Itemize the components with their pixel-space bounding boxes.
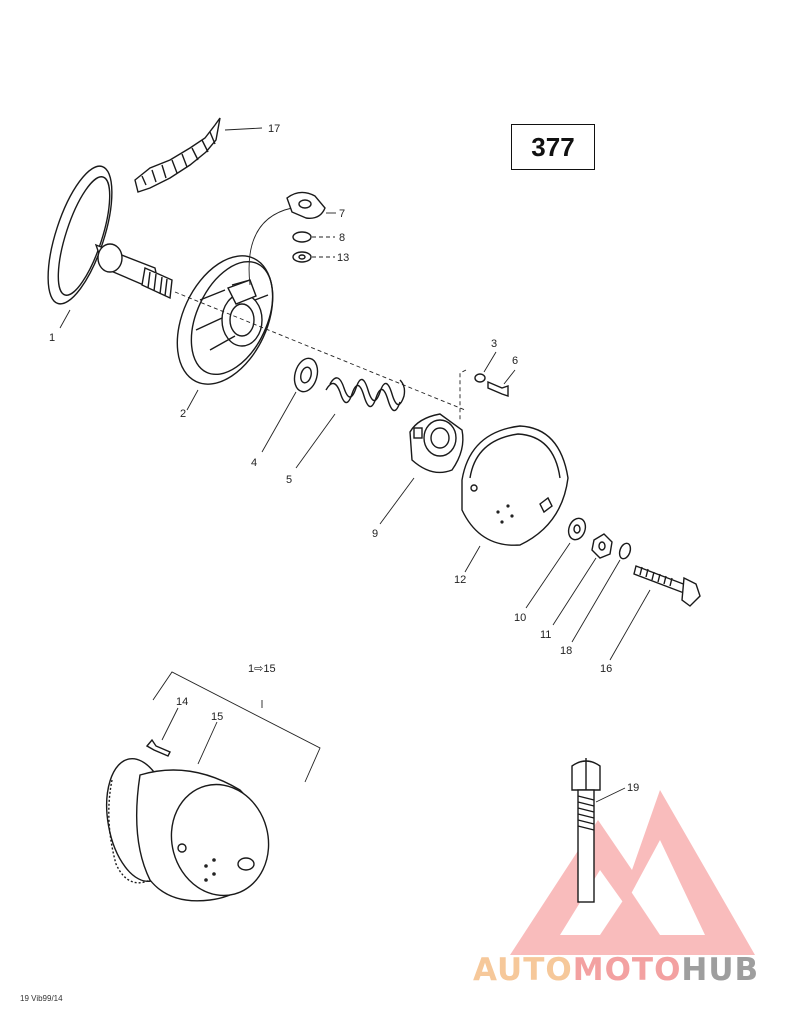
part-7-bracket xyxy=(286,191,326,219)
callout-16: 16 xyxy=(600,663,612,675)
callout-1-to-15: 1⇨15 xyxy=(248,663,276,675)
callout-12: 12 xyxy=(454,574,466,586)
callout-14: 14 xyxy=(176,696,188,708)
callout-11: 11 xyxy=(540,629,551,641)
part-1-fixed-sheave xyxy=(47,165,173,305)
part-16-bolt xyxy=(633,565,701,607)
part-4-ring xyxy=(293,357,319,393)
callout-18: 18 xyxy=(560,645,572,657)
watermark-part-moto: MOTO xyxy=(572,952,682,988)
part-11-nut xyxy=(591,533,613,559)
callout-17: 17 xyxy=(268,123,280,135)
part-6-screw xyxy=(487,380,509,397)
watermark-part-hub: HUB xyxy=(681,952,760,988)
reference-code: 19 Vib99/14 xyxy=(20,994,63,1003)
part-18-washer xyxy=(618,542,632,560)
part-14-screw xyxy=(145,738,171,757)
callout-6: 6 xyxy=(512,355,518,367)
callout-3: 3 xyxy=(491,338,497,350)
callout-5: 5 xyxy=(286,474,292,486)
watermark-logo-text: AUTOMOTOHUB xyxy=(473,952,759,988)
page-number-box: 377 xyxy=(511,124,595,170)
part-19-long-bolt xyxy=(571,758,601,903)
part-12-cover xyxy=(461,425,569,546)
part-15-clutch-assembly xyxy=(105,757,270,902)
callout-13: 13 xyxy=(337,252,349,264)
callout-19: 19 xyxy=(627,782,639,794)
part-5-spring xyxy=(325,377,406,412)
watermark-part-auto: AUTO xyxy=(473,952,573,988)
callout-1: 1 xyxy=(49,332,55,344)
callout-2: 2 xyxy=(180,408,186,420)
page-number: 377 xyxy=(531,131,575,162)
callout-15: 15 xyxy=(211,711,223,723)
part-10-washer xyxy=(567,517,587,541)
part-9-cam xyxy=(409,413,464,474)
callout-8: 8 xyxy=(339,232,345,244)
assembly-bracket xyxy=(152,671,321,783)
part-3-washer xyxy=(474,373,486,383)
watermark-triangle xyxy=(510,790,755,955)
part-8-disc xyxy=(292,231,312,243)
part-17-belt xyxy=(134,117,221,193)
part-13-washer xyxy=(292,251,312,263)
part-2-sliding-sheave xyxy=(176,255,274,385)
callout-9: 9 xyxy=(372,528,378,540)
callout-10: 10 xyxy=(514,612,526,624)
callout-4: 4 xyxy=(251,457,257,469)
callout-7: 7 xyxy=(339,208,345,220)
